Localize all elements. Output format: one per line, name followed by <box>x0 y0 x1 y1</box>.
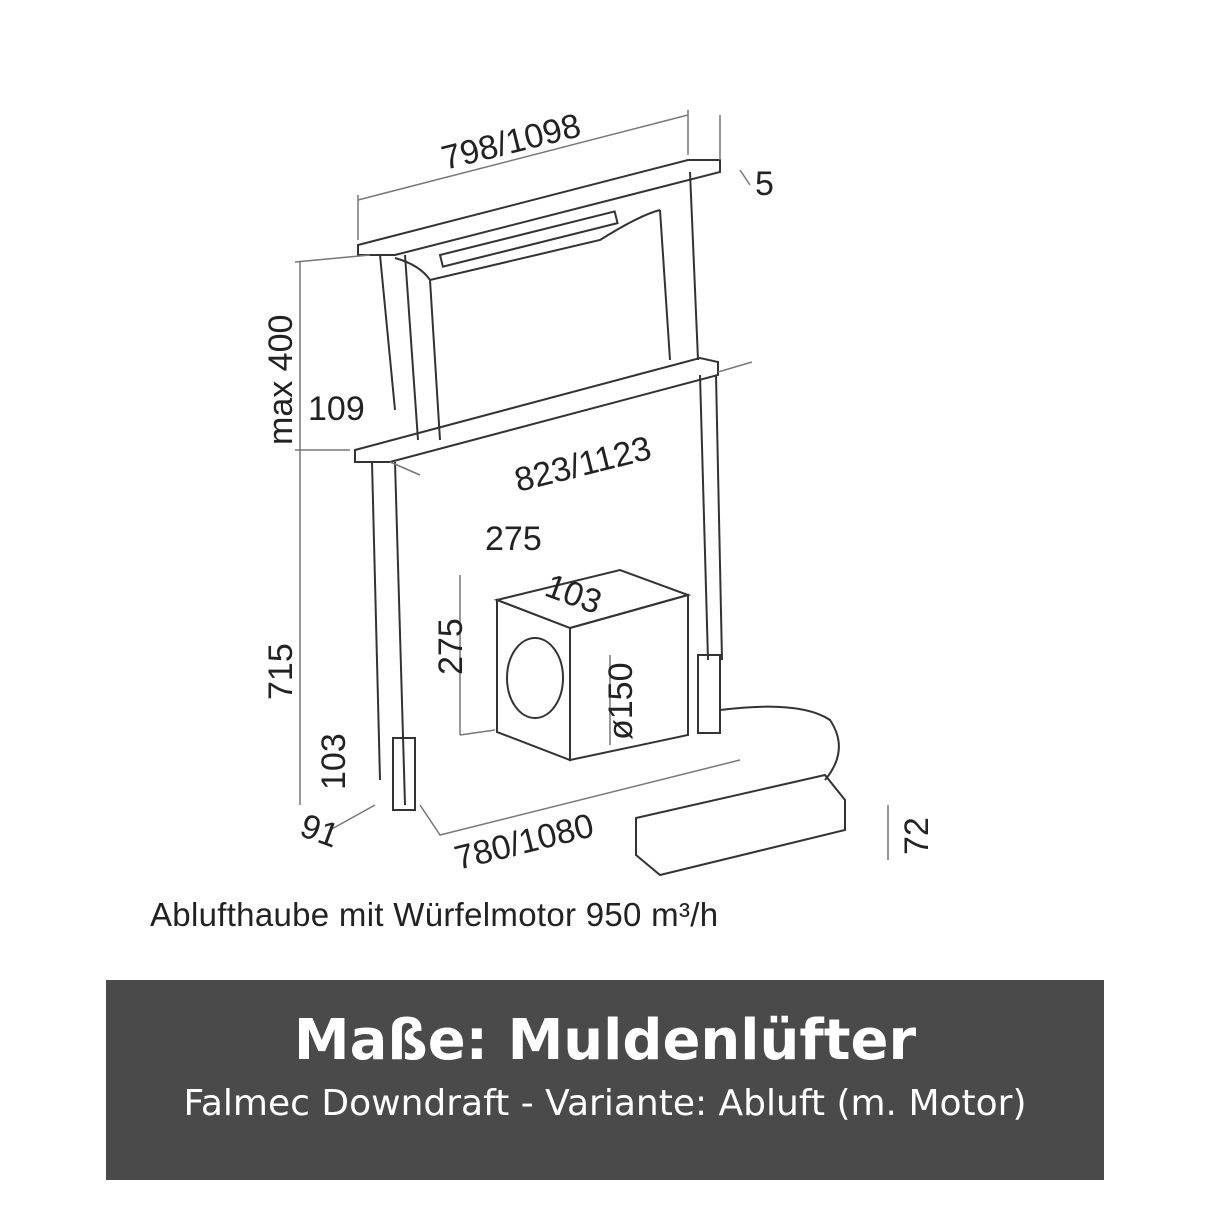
dim-motor-width: 275 <box>485 520 542 558</box>
banner-subtitle: Falmec Downdraft - Variante: Abluft (m. … <box>183 1083 1027 1124</box>
dim-base-width: 780/1080 <box>451 807 598 878</box>
dim-top-thickness: 5 <box>755 165 774 203</box>
dim-glass-height: 109 <box>308 390 365 428</box>
hood-upper-frame <box>379 171 699 441</box>
hood-slot <box>438 210 619 268</box>
technical-drawing: 798/1098 5 max 400 109 823/1123 275 103 … <box>262 107 936 878</box>
hood-top <box>357 159 721 256</box>
base-foot-right <box>697 654 721 734</box>
dim-motor-outlet: ø150 <box>602 663 640 741</box>
dim-max-height: max 400 <box>262 315 300 445</box>
motor-side <box>569 593 689 762</box>
dim-control-height: 72 <box>898 817 936 855</box>
dim-mid-width: 823/1123 <box>511 429 655 500</box>
base-foot-left <box>392 737 416 811</box>
dim-motor-height: 275 <box>432 618 470 675</box>
hood-mid-bar <box>354 356 719 463</box>
dim-top-width: 798/1098 <box>438 107 585 178</box>
drawing-caption: Ablufthaube mit Würfelmotor 950 m³/h <box>150 896 719 933</box>
title-banner: Maße: Muldenlüfter Falmec Downdraft - Va… <box>106 980 1104 1180</box>
motor-outlet <box>506 637 564 719</box>
hood-columns <box>371 374 723 806</box>
dimension-lines <box>294 110 889 860</box>
dim-base-depth: 91 <box>295 807 344 856</box>
control-box <box>635 773 846 877</box>
dim-total-height: 715 <box>262 643 300 700</box>
power-cable <box>719 705 840 781</box>
dim-base-height: 103 <box>315 733 353 790</box>
banner-title: Maße: Muldenlüfter <box>293 1008 917 1073</box>
